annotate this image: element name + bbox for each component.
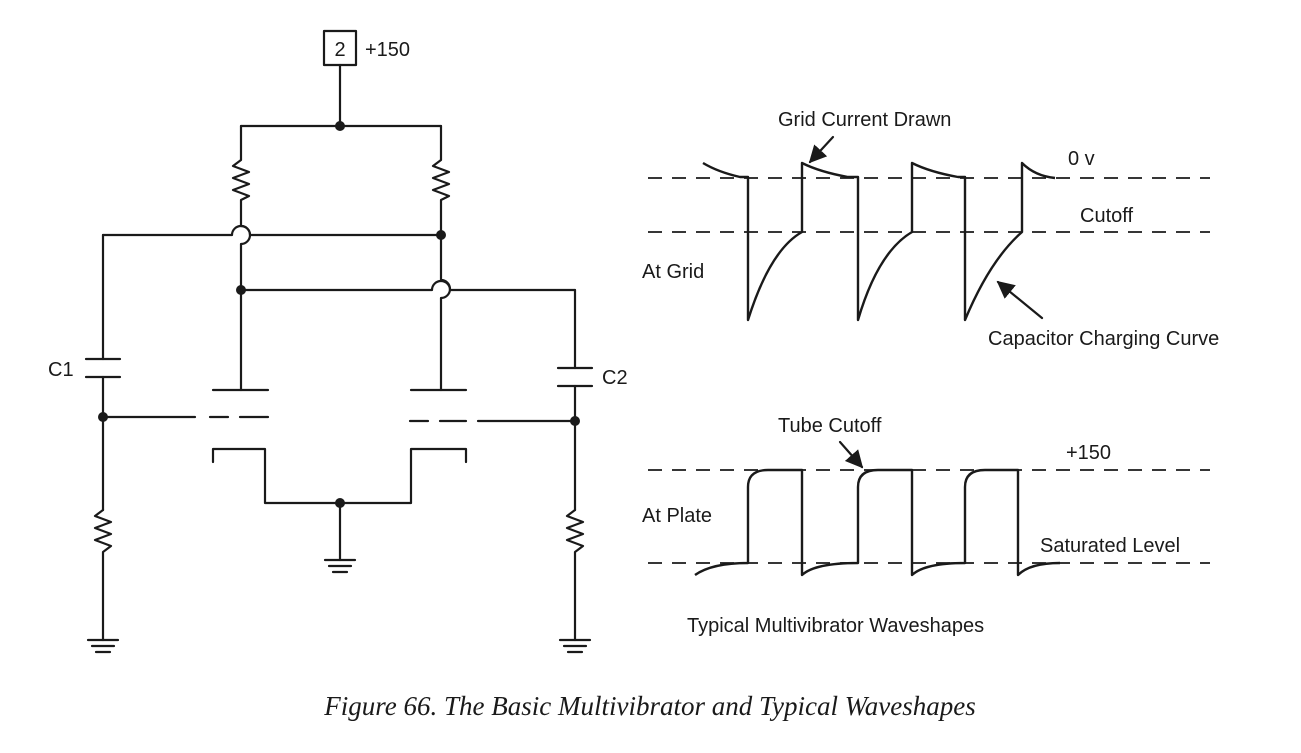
grid-zero-volt-label: 0 v bbox=[1068, 148, 1095, 170]
grid-current-arrow bbox=[808, 135, 835, 164]
grid-cutoff-label: Cutoff bbox=[1080, 205, 1133, 227]
grid-waveform: 0 v Cutoff At Grid Grid Current Drawn Ca… bbox=[642, 109, 1219, 350]
cross-wire-to-c1 bbox=[101, 224, 443, 237]
plate-waveform: +150 Saturated Level At Plate Tube Cutof… bbox=[642, 415, 1210, 577]
tube-cutoff-annotation: Tube Cutoff bbox=[778, 415, 882, 437]
multivibrator-schematic: 2 +150 C1 C2 bbox=[48, 29, 628, 654]
right-grid-junction-dot bbox=[570, 416, 580, 426]
cross-wire-to-c2 bbox=[239, 279, 577, 292]
left-grid-junction-dot bbox=[98, 412, 108, 422]
c1-label: C1 bbox=[48, 359, 74, 381]
grid-waveform-title: At Grid bbox=[642, 261, 704, 283]
plate-high-label: +150 bbox=[1066, 442, 1111, 464]
supply-terminal-number: 2 bbox=[334, 39, 345, 61]
supply-junction-dot bbox=[335, 121, 345, 131]
left-grid-resistor bbox=[93, 508, 113, 642]
plate-waveform-title: At Plate bbox=[642, 505, 712, 527]
supply-voltage-label: +150 bbox=[365, 39, 410, 61]
capacitor-charging-arrow bbox=[996, 280, 1044, 320]
left-ground-icon bbox=[86, 638, 120, 654]
right-plate-resistor bbox=[431, 124, 452, 392]
grid-current-annotation: Grid Current Drawn bbox=[778, 109, 951, 131]
tube-cathodes bbox=[211, 447, 468, 505]
c1-capacitor bbox=[84, 357, 122, 379]
c2-label: C2 bbox=[602, 367, 628, 389]
figure-caption: Figure 66. The Basic Multivibrator and T… bbox=[323, 691, 975, 721]
right-plate-junction-dot bbox=[436, 230, 446, 240]
left-plate-resistor bbox=[231, 124, 252, 392]
c2-capacitor bbox=[556, 366, 594, 388]
right-grid-resistor bbox=[565, 508, 585, 642]
right-ground-icon bbox=[558, 638, 592, 654]
plate-saturated-label: Saturated Level bbox=[1040, 535, 1180, 557]
plate-waveform-trace bbox=[694, 468, 1061, 577]
left-plate-junction-dot bbox=[236, 285, 246, 295]
tube-cutoff-arrow bbox=[838, 440, 864, 469]
capacitor-charging-annotation: Capacitor Charging Curve bbox=[988, 328, 1219, 350]
waveshapes-caption: Typical Multivibrator Waveshapes bbox=[687, 615, 984, 637]
cathode-ground-icon bbox=[323, 558, 357, 574]
grid-waveform-trace bbox=[702, 161, 1056, 322]
